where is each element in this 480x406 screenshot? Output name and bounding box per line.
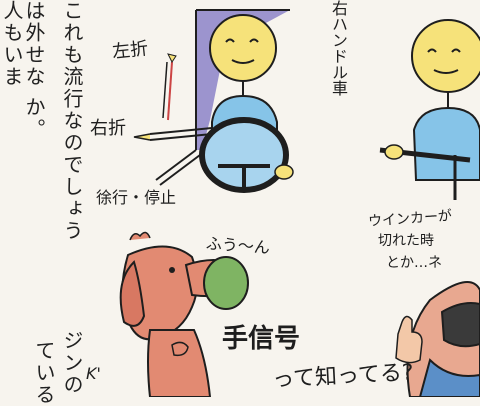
dog-ear	[119, 260, 146, 327]
label-slow-stop: 徐行・停止	[96, 188, 177, 207]
driver-2-face	[411, 19, 480, 93]
body-text-col-5: ている	[32, 340, 56, 406]
body-text-col-2: は外せな か。	[22, 0, 46, 141]
driver-figure	[133, 14, 294, 193]
driver-figure-2	[379, 19, 480, 200]
signature: K'	[86, 364, 101, 383]
label-right-hand-drive: 右ハンドル車	[329, 0, 348, 96]
face-mask	[440, 302, 480, 348]
masked-person	[395, 281, 480, 397]
label-blinker-3: とか…ネ	[386, 255, 442, 271]
body-text-col-1: 人もいま	[0, 0, 24, 88]
body-text-col-3: これも流行なのでしょう	[60, 0, 84, 242]
dog-body	[147, 329, 212, 397]
driver-face	[209, 14, 277, 82]
steering-wheel	[199, 117, 289, 193]
dog-figure	[119, 231, 249, 397]
body-text-col-4: ジンの	[60, 330, 84, 396]
label-blinker-2: 切れた時	[378, 233, 434, 249]
illustration	[119, 9, 480, 397]
thumbs-up-icon	[395, 315, 423, 364]
dog-mask	[203, 256, 249, 310]
label-right-turn: 右折	[90, 118, 126, 139]
label-dog-sound: ふう〜ん	[205, 233, 271, 258]
label-left-turn: 左折	[111, 38, 150, 63]
driver-2-shirt	[412, 106, 480, 181]
label-hand-signal: 手信号	[222, 324, 301, 354]
